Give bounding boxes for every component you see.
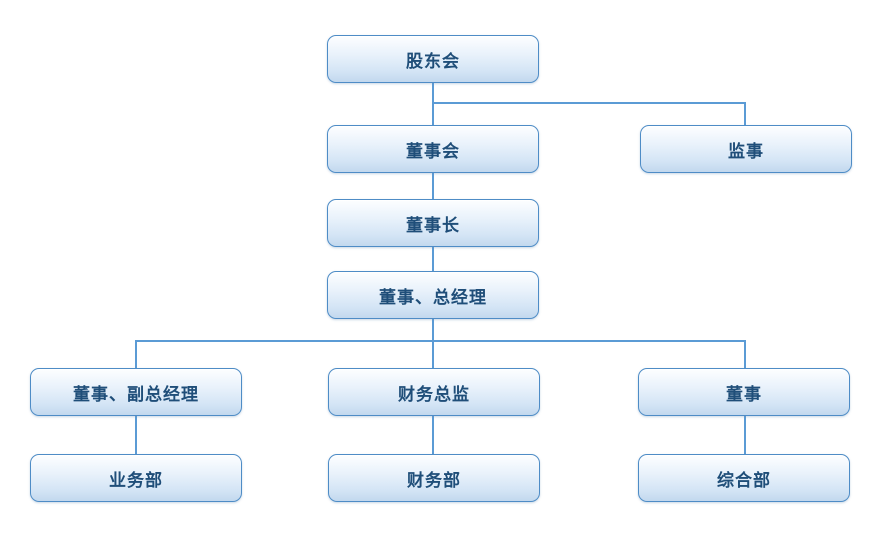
node-director-label: 董事 [726, 384, 762, 404]
connector-deputygm-business [135, 416, 137, 454]
node-shareholders: 股东会 [327, 35, 539, 83]
connector-shareholders-board [432, 83, 434, 125]
node-general-affairs-dept-label: 综合部 [717, 470, 771, 490]
connector-gm-branch-drop [432, 319, 434, 368]
connector-branch-right-drop [744, 340, 746, 368]
node-deputy-general-manager-label: 董事、副总经理 [73, 384, 199, 404]
connector-shareholders-supervisor-horizontal [432, 102, 746, 104]
node-shareholders-label: 股东会 [406, 51, 460, 71]
connector-board-chairman [432, 173, 434, 199]
node-general-affairs-dept: 综合部 [638, 454, 850, 502]
node-board: 董事会 [327, 125, 539, 173]
node-director: 董事 [638, 368, 850, 416]
node-board-label: 董事会 [406, 141, 460, 161]
node-business-dept-label: 业务部 [109, 470, 163, 490]
connector-branch-bar [135, 340, 746, 342]
node-supervisor: 监事 [640, 125, 852, 173]
node-finance-dept: 财务部 [328, 454, 540, 502]
node-chairman-label: 董事长 [406, 215, 460, 235]
connector-director-general [744, 416, 746, 454]
connector-cfo-finance [432, 416, 434, 454]
node-finance-director: 财务总监 [328, 368, 540, 416]
node-chairman: 董事长 [327, 199, 539, 247]
node-general-manager-label: 董事、总经理 [379, 287, 487, 307]
node-business-dept: 业务部 [30, 454, 242, 502]
node-finance-dept-label: 财务部 [407, 470, 461, 490]
node-finance-director-label: 财务总监 [398, 384, 470, 404]
connector-chairman-gm [432, 247, 434, 271]
node-general-manager: 董事、总经理 [327, 271, 539, 319]
node-deputy-general-manager: 董事、副总经理 [30, 368, 242, 416]
node-supervisor-label: 监事 [728, 141, 764, 161]
connector-branch-left-drop [135, 340, 137, 368]
connector-shareholders-supervisor-drop [744, 102, 746, 125]
